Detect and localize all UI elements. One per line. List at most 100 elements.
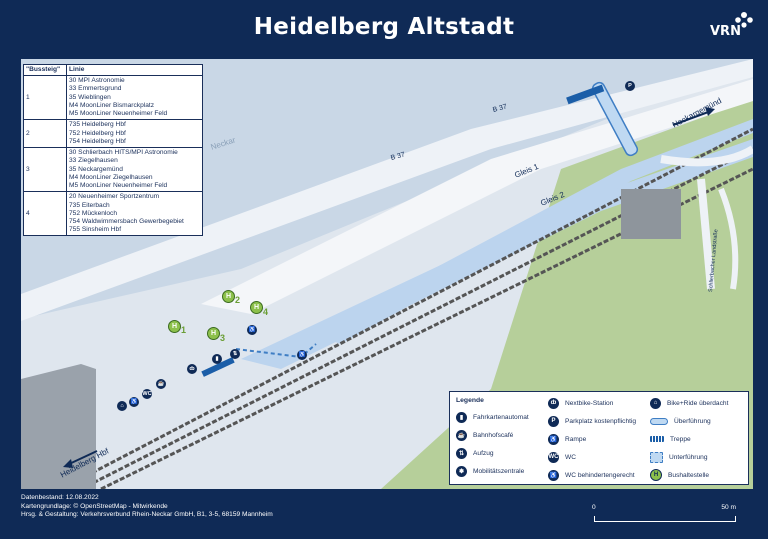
legend-item: ▮ Fahrkartenautomat	[456, 410, 529, 424]
elevator-icon[interactable]: ⇅	[230, 349, 240, 359]
table-row: 4 20 Neuenheimer Sportzentrum 735 Eiterb…	[23, 191, 203, 237]
bus-stop-number: 2	[235, 295, 241, 305]
ramp-icon[interactable]: ♿	[129, 397, 139, 407]
legend-item: ♿ Rampe	[548, 432, 586, 446]
pedestrian-overpass	[591, 81, 639, 157]
bike-ride-covered-icon[interactable]: ⌂	[117, 401, 127, 411]
scale-start: 0	[592, 504, 596, 511]
line-entry: 755 Sinsheim Hbf	[69, 226, 122, 234]
scale-line	[594, 516, 736, 522]
road-hill-1	[697, 178, 715, 290]
road-east	[660, 145, 753, 167]
bus-stop-icon[interactable]: H	[222, 290, 235, 303]
vrn-logo: VRN	[710, 8, 754, 42]
line-entry: 30 MPI Astronomie	[69, 77, 125, 85]
stairs-north	[566, 84, 605, 105]
legend-label: Bahnhofscafé	[473, 431, 514, 439]
ticket-machine-icon: ▮	[456, 411, 467, 423]
bus-stop-icon: H	[650, 469, 662, 481]
parking-garage	[621, 189, 681, 239]
bike-ride-covered-icon: ⌂	[650, 397, 661, 409]
accessible-wc-icon: ♿	[548, 469, 559, 481]
legend-item: H Bushaltestelle	[650, 468, 709, 482]
direction-arrow-east-icon	[672, 107, 715, 126]
legend-label: Treppe	[670, 435, 691, 443]
wc-icon[interactable]: WC	[142, 389, 152, 399]
legend-item: Unterführung	[650, 450, 708, 464]
line-entry: M5 MoonLiner Neuenheimer Feld	[69, 110, 168, 118]
table-row: 3 30 Schlierbach HITS/MPI Astronomie 33 …	[23, 147, 203, 193]
nextbike-icon[interactable]: ȸ	[187, 364, 197, 374]
line-entry: M4 MoonLiner Ziegelhausen	[69, 173, 153, 181]
direction-arrow-west-icon	[63, 450, 98, 468]
bus-stop-number: 1	[181, 325, 187, 335]
legend-label: WC behindertengerecht	[565, 471, 635, 479]
table-header-row: "Bussteig" Linie	[23, 63, 203, 77]
stop-cell: 1	[23, 75, 67, 121]
bus-stop-icon[interactable]: H	[168, 320, 181, 333]
station-map[interactable]: "Bussteig" Linie 1 30 MPI Astronomie 33 …	[21, 59, 753, 489]
table-row: 2 735 Heidelberg Hbf 752 Heidelberg Hbf …	[23, 119, 203, 149]
ramp-icon: ♿	[548, 433, 559, 445]
header-stop: "Bussteig"	[23, 63, 67, 77]
legend-label: Unterführung	[669, 453, 708, 461]
legend-label: Rampe	[565, 435, 587, 443]
legend-item: ✽ Mobilitätszentrale	[456, 464, 524, 478]
stop-cell: 3	[23, 147, 67, 193]
cafe-icon[interactable]: ☕	[156, 379, 166, 389]
line-entry: 30 Schlierbach HITS/MPI Astronomie	[69, 149, 178, 157]
lines-cell: 30 Schlierbach HITS/MPI Astronomie 33 Zi…	[66, 147, 203, 193]
legend-item: ☕ Bahnhofscafé	[456, 428, 513, 442]
line-entry: 33 Ziegelhausen	[69, 157, 118, 165]
legend-label: Aufzug	[473, 449, 494, 457]
legend-label: Überführung	[674, 417, 711, 425]
bus-stop-icon[interactable]: H	[250, 301, 263, 314]
line-entry: 754 Waldwimmersbach Gewerbegebiet	[69, 217, 184, 225]
legend-title: Legende	[456, 397, 484, 404]
bus-lines-table: "Bussteig" Linie 1 30 MPI Astronomie 33 …	[23, 63, 203, 237]
vrn-logo-text: VRN	[710, 24, 741, 39]
bus-stop-number: 3	[220, 333, 226, 343]
ticket-machine-icon[interactable]: ▮	[212, 354, 222, 364]
quay-road	[201, 79, 753, 314]
paid-parking-icon[interactable]: P	[625, 81, 635, 91]
line-entry: 35 Wieblingen	[69, 93, 111, 101]
line-entry: M4 MoonLiner Bismarckplatz	[69, 101, 155, 109]
legend-label: Fahrkartenautomat	[473, 413, 529, 421]
mobility-center-icon: ✽	[456, 465, 467, 477]
stop-cell: 4	[23, 191, 67, 237]
paid-parking-icon: P	[548, 415, 559, 427]
line-entry: 33 Emmertsgrund	[69, 85, 122, 93]
accessible-wc-icon[interactable]: ♿	[297, 350, 307, 360]
legend-label: WC	[565, 453, 576, 461]
scale-end: 50 m	[721, 504, 736, 511]
lines-cell: 30 MPI Astronomie 33 Emmertsgrund 35 Wie…	[66, 75, 203, 121]
legend-item: P Parkplatz kostenpflichtig	[548, 414, 636, 428]
underpass-icon	[650, 451, 663, 463]
table-row: 1 30 MPI Astronomie 33 Emmertsgrund 35 W…	[23, 75, 203, 121]
legend-label: Mobilitätszentrale	[473, 467, 525, 475]
page-title: Heidelberg Altstadt	[253, 14, 515, 40]
legend-item: Überführung	[650, 414, 711, 428]
legend-item: Treppe	[650, 432, 691, 446]
publisher-credit: Hrsg. & Gestaltung: Verkehrsverbund Rhei…	[21, 511, 273, 519]
legend-label: Bushaltestelle	[668, 471, 710, 479]
legend-label: Bike+Ride überdacht	[667, 399, 729, 407]
bus-stop-icon[interactable]: H	[207, 327, 220, 340]
platform-north	[311, 119, 753, 344]
stairs-icon	[650, 436, 664, 442]
legend-item: ♿ WC behindertengerecht	[548, 468, 635, 482]
overpass-icon	[650, 417, 668, 425]
legend-item: ȸ Nextbike-Station	[548, 396, 613, 410]
bus-stop-number: 4	[263, 307, 269, 317]
lines-cell: 20 Neuenheimer Sportzentrum 735 Eiterbac…	[66, 191, 203, 237]
line-entry: 752 Heidelberg Hbf	[69, 129, 126, 137]
ramp-icon[interactable]: ♿	[247, 325, 257, 335]
legend-label: Nextbike-Station	[565, 399, 614, 407]
legend-label: Parkplatz kostenpflichtig	[565, 417, 637, 425]
nextbike-icon: ȸ	[548, 397, 559, 409]
wc-icon: WC	[548, 451, 559, 463]
line-entry: 35 Neckargemünd	[69, 165, 123, 173]
road-hill-2	[718, 187, 739, 290]
legend-item: ⇅ Aufzug	[456, 446, 494, 460]
